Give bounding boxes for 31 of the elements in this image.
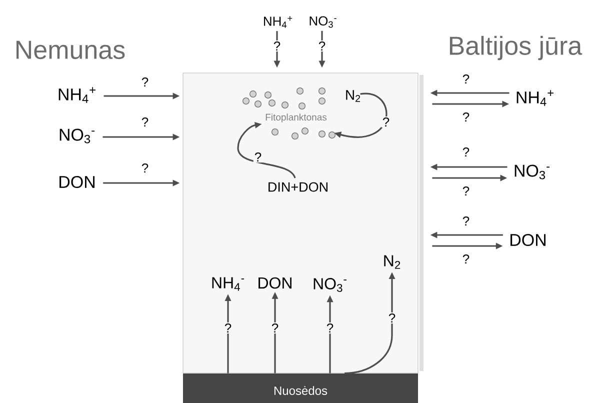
edge-label: ?: [140, 116, 150, 128]
water-column-box: [182, 72, 424, 374]
edge-label: ?: [317, 40, 327, 52]
edge-label: ?: [461, 73, 471, 85]
formula-label: NO$_{3}$-: [310, 16, 336, 28]
edge-label: ?: [461, 146, 471, 158]
region-title: Nemunas: [16, 40, 125, 60]
formula-label: NH$_{4}$+: [516, 90, 554, 106]
formula-label: NO$_{3}$-: [514, 164, 550, 180]
formula-label: DIN+DON: [268, 182, 328, 192]
formula-label: NH$_{4}$-: [212, 277, 244, 291]
formula-label: NH$_{4}$+: [264, 16, 292, 28]
arrow: [237, 122, 296, 178]
edge-label: ?: [461, 111, 471, 123]
edge-label: ?: [461, 253, 471, 265]
formula-label: DON: [258, 277, 292, 289]
formula-label: NO$_{3}$-: [314, 278, 346, 292]
formula-label: DON: [60, 176, 94, 188]
formula-label: NO$_{3}$-: [60, 128, 95, 144]
plankton-label: Fitoplanktonas: [266, 114, 327, 122]
edge-label: ?: [272, 40, 282, 52]
edge-label: ?: [461, 185, 471, 197]
sediment-bar: Nuosėdos: [183, 374, 418, 403]
edge-label: ?: [140, 76, 150, 88]
region-title: Baltijos jūra: [450, 36, 582, 60]
formula-label: DON: [510, 234, 546, 246]
edge-label: ?: [140, 162, 150, 174]
formula-label: N$_{2}$: [346, 90, 360, 102]
edge-label: ?: [461, 215, 471, 227]
formula-label: N$_{2}$: [384, 255, 400, 269]
formula-label: NH$_{4}$+: [58, 87, 96, 103]
